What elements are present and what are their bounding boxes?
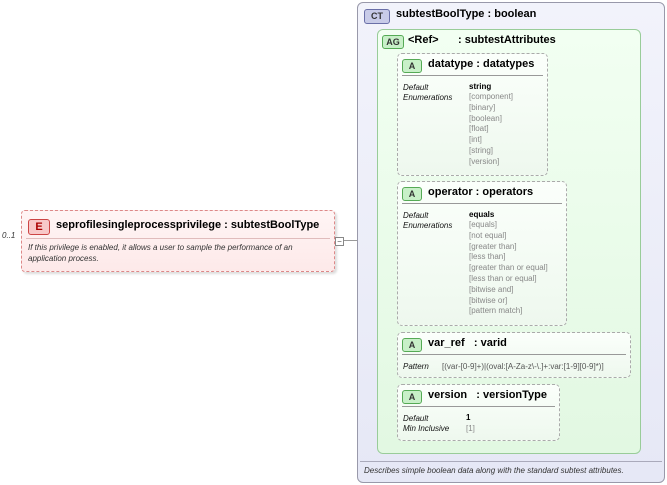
attribute-badge: A — [402, 59, 422, 73]
attribute-title: version : versionType — [428, 389, 548, 401]
attribute-group-ref: <Ref> — [408, 34, 439, 46]
attribute-title: var_ref : varid — [428, 337, 507, 349]
enumeration-item: [less than or equal] — [469, 273, 537, 283]
enumeration-item: [string] — [469, 145, 494, 155]
default-label: Default — [403, 414, 429, 423]
complex-type-title: subtestBoolType : boolean — [396, 8, 536, 20]
complex-type-name: subtestBoolType — [396, 8, 485, 20]
attribute-divider — [402, 75, 543, 76]
enumeration-item: [component] — [469, 92, 514, 101]
attribute-title: datatype : datatypes — [428, 58, 535, 70]
default-value: equals — [469, 210, 495, 219]
complex-type-documentation: Describes simple boolean data along with… — [364, 466, 624, 475]
element-node[interactable]: E seprofilesingleprocessprivilege : subt… — [21, 210, 335, 272]
enumeration-list: [equals] [not equal] [greater than] [les… — [469, 220, 548, 317]
enumeration-item: [bitwise and] — [469, 284, 514, 294]
default-label: Default — [403, 211, 429, 220]
attribute-badge: A — [402, 338, 422, 352]
enumeration-item: [greater than] — [469, 241, 517, 251]
default-value: 1 — [466, 413, 471, 422]
attribute-badge: A — [402, 187, 422, 201]
element-title: seprofilesingleprocessprivilege : subtes… — [56, 219, 319, 231]
pattern-label: Pattern — [403, 362, 429, 371]
enumeration-item: [binary] — [469, 102, 496, 112]
enumeration-item: [less than] — [469, 252, 506, 262]
element-type: subtestBoolType — [230, 219, 320, 231]
attribute-divider — [402, 406, 555, 407]
complex-type-divider — [360, 461, 662, 462]
enumeration-item: [bitwise or] — [469, 295, 508, 305]
enumeration-item: [float] — [469, 124, 489, 134]
attribute-version[interactable]: A version : versionType Default 1 Min In… — [397, 384, 560, 441]
attribute-group-badge: AG — [382, 35, 404, 49]
pattern-value: [(var-[0-9]+)|(oval:[A-Za-z\-\.]+:var:[1… — [442, 362, 604, 371]
enumerations-label: Enumerations — [403, 221, 453, 230]
element-cardinality: 0..1 — [2, 231, 16, 240]
enumeration-item: [not equal] — [469, 230, 507, 240]
min-inclusive-value: [1] — [466, 424, 475, 433]
enumeration-item: [boolean] — [469, 113, 502, 123]
element-badge: E — [28, 219, 50, 235]
default-value: string — [469, 82, 492, 91]
complex-type-separator: : — [487, 8, 492, 20]
min-inclusive-label: Min Inclusive — [403, 424, 450, 433]
element-divider — [26, 238, 330, 239]
enumeration-item: [version] — [469, 156, 500, 166]
element-name: seprofilesingleprocessprivilege — [56, 219, 222, 231]
collapse-toggle-icon[interactable]: − — [335, 237, 344, 246]
attribute-title: operator : operators — [428, 186, 534, 198]
attribute-var-ref[interactable]: A var_ref : varid Pattern [(var-[0-9]+)|… — [397, 332, 631, 378]
enumerations-label: Enumerations — [403, 93, 453, 102]
enumeration-item: [equals] — [469, 220, 498, 229]
enumeration-item: [greater than or equal] — [469, 263, 548, 273]
attribute-divider — [402, 203, 562, 204]
enumeration-item: [pattern match] — [469, 306, 523, 316]
attribute-badge: A — [402, 390, 422, 404]
default-label: Default — [403, 83, 429, 92]
element-type-separator: : — [224, 219, 228, 231]
enumeration-item: [int] — [469, 135, 482, 145]
attribute-divider — [402, 354, 626, 355]
attribute-group-name: : subtestAttributes — [458, 34, 556, 46]
attribute-datatype[interactable]: A datatype : datatypes Default string En… — [397, 53, 548, 176]
attribute-operator[interactable]: A operator : operators Default equals En… — [397, 181, 567, 326]
complex-type-base: boolean — [494, 8, 537, 20]
element-documentation: If this privilege is enabled, it allows … — [28, 243, 293, 263]
enumeration-list: [component] [binary] [boolean] [float] [… — [469, 92, 513, 168]
complex-type-badge: CT — [364, 9, 390, 24]
